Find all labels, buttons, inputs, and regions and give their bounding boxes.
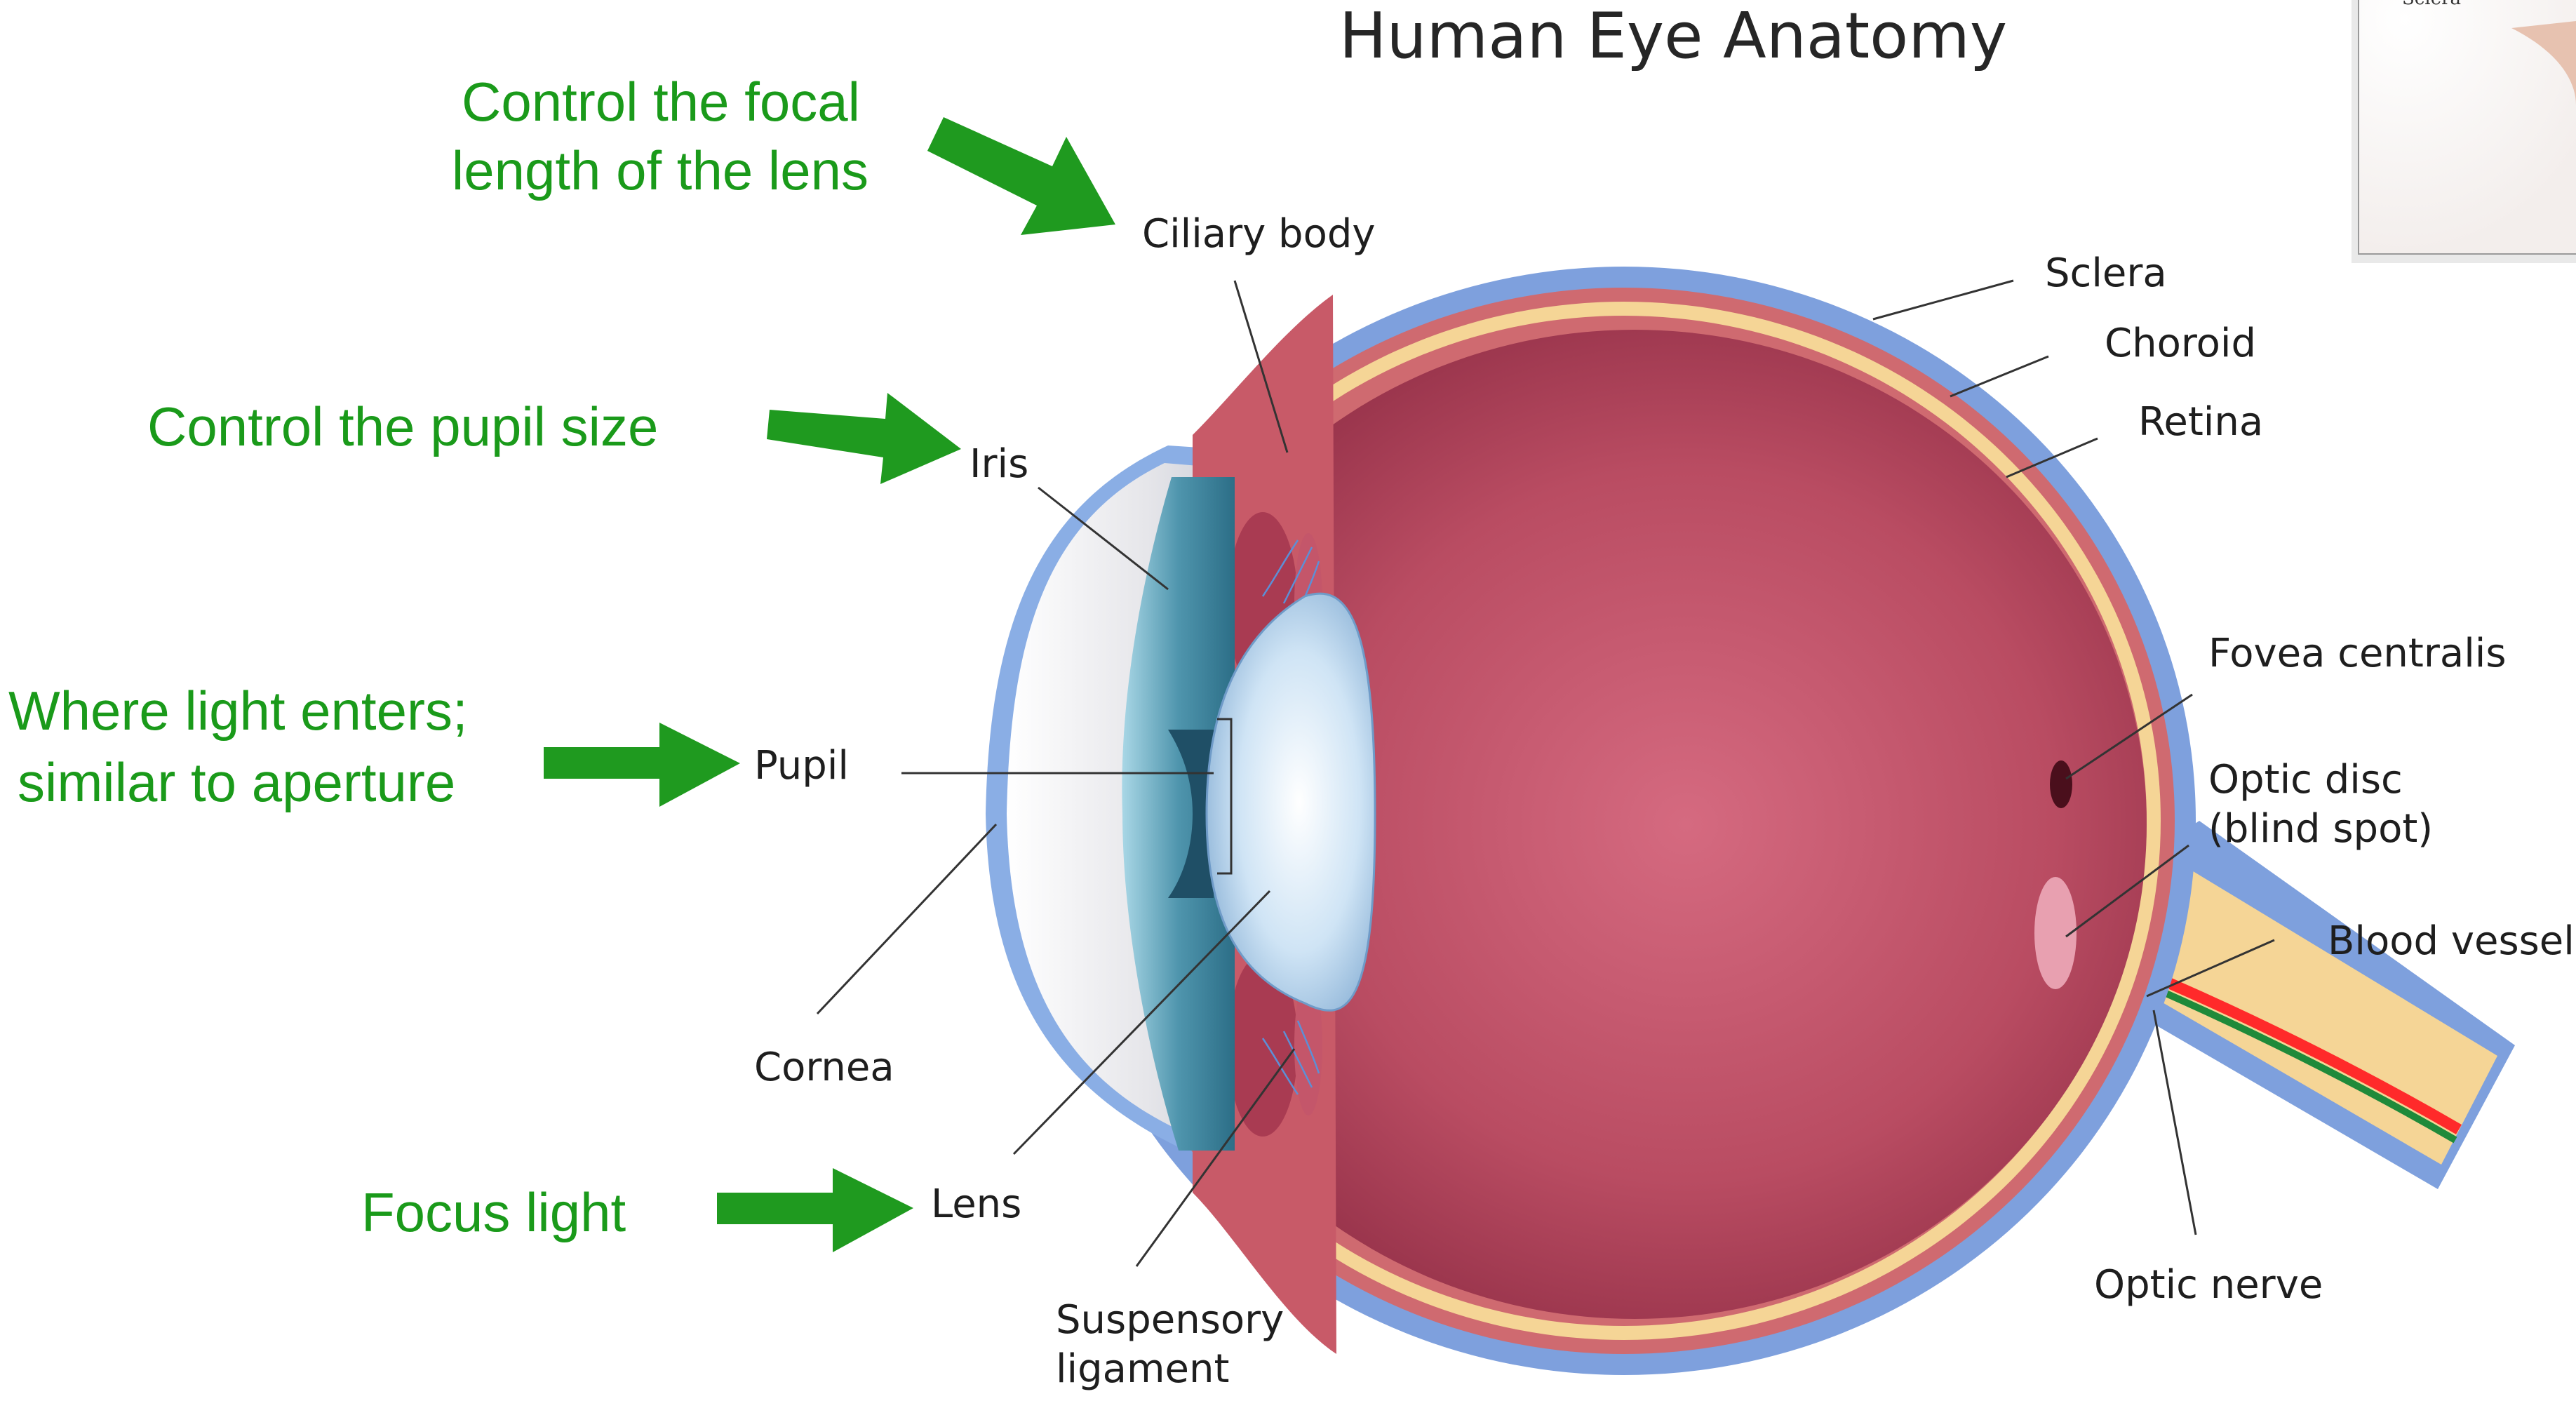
note-pupil-size: Control the pupil size xyxy=(147,396,658,457)
arrow-ciliary xyxy=(927,117,1115,235)
label-iris: Iris xyxy=(970,441,1028,487)
arrow-iris xyxy=(767,393,961,484)
arrow-lens xyxy=(717,1168,913,1252)
label-pupil: Pupil xyxy=(754,743,849,789)
label-optic-nerve: Optic nerve xyxy=(2094,1262,2323,1308)
note-light-line-2: similar to aperture xyxy=(18,751,455,813)
label-fovea: Fovea centralis xyxy=(2208,631,2507,676)
fovea-spot xyxy=(2050,760,2072,808)
label-suspensory-line-2: ligament xyxy=(1056,1346,1229,1392)
label-suspensory-line-1: Suspensory xyxy=(1056,1297,1284,1343)
note-light-line-1: Where light enters; xyxy=(8,680,468,742)
label-choroid: Choroid xyxy=(2105,321,2256,366)
label-ciliary-body: Ciliary body xyxy=(1142,211,1376,257)
inset-thumbnail: Sclera xyxy=(2352,0,2576,263)
label-optic-disc-line-2: (blind spot) xyxy=(2208,806,2433,852)
label-sclera: Sclera xyxy=(2045,250,2167,296)
arrow-pupil xyxy=(544,723,740,807)
inset-sclera-label: Sclera xyxy=(2402,0,2461,9)
label-cornea: Cornea xyxy=(754,1045,894,1090)
note-focal-line-2: length of the lens xyxy=(452,140,868,201)
front-segment xyxy=(986,295,1375,1354)
label-lens: Lens xyxy=(931,1181,1021,1227)
label-blood-vessels: Blood vessels xyxy=(2328,918,2576,964)
note-focal-line-1: Control the focal xyxy=(462,71,860,133)
diagram-title: Human Eye Anatomy xyxy=(1339,0,2007,73)
label-optic-disc-line-1: Optic disc xyxy=(2208,757,2403,803)
note-focus-light: Focus light xyxy=(361,1181,626,1243)
label-retina: Retina xyxy=(2138,399,2263,445)
function-notes: Control the focal length of the lens Con… xyxy=(8,71,868,1243)
